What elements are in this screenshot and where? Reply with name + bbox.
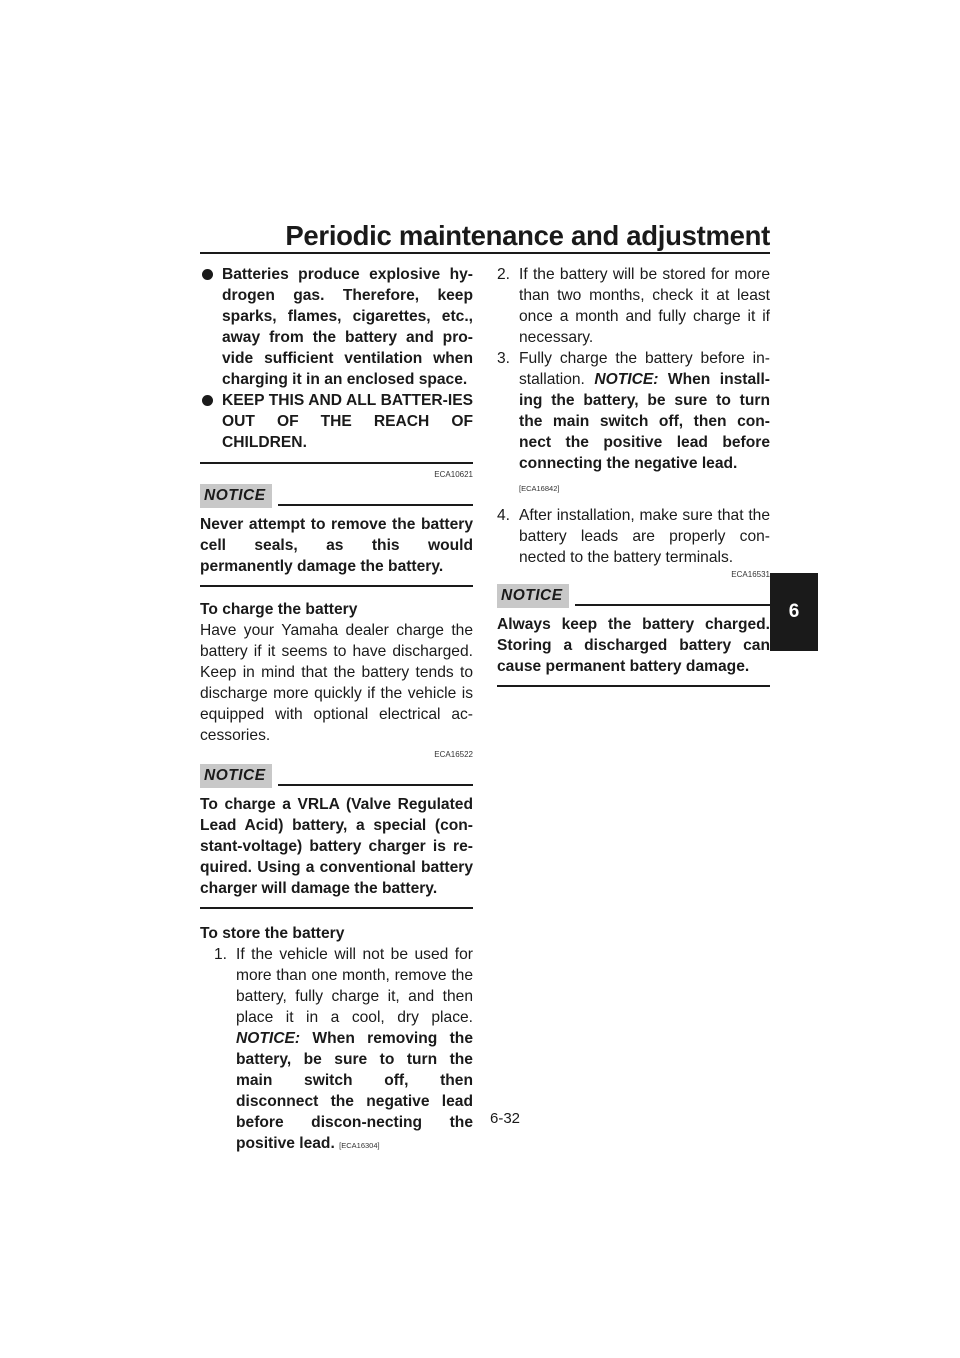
chapter-tab: 6 (770, 573, 818, 651)
step-text: If the battery will be stored for more t… (519, 266, 770, 346)
warning-text: Batteries produce explosive hy-drogen ga… (222, 266, 473, 388)
warning-list: Batteries produce explosive hy-drogen ga… (200, 264, 473, 453)
bullet-icon (202, 395, 213, 406)
charge-text: Have your Yamaha dealer charge the batte… (200, 622, 473, 744)
warning-end-rule (200, 462, 473, 464)
store-heading: To store the battery (200, 925, 345, 942)
step-text: If the vehicle will not be used for more… (236, 946, 473, 1026)
notice-header: NOTICE (200, 760, 473, 788)
bullet-icon (202, 269, 213, 280)
step-notice-text: When install-ing the battery, be sure to… (519, 371, 770, 472)
step-code: [ECA16842] (519, 484, 560, 493)
notice-rule (574, 604, 770, 606)
page-title: Periodic maintenance and adjustment (285, 220, 770, 251)
step-number: 3. (497, 350, 511, 367)
step-text: Fully charge the battery before in-stall… (519, 350, 770, 388)
notice-code: ECA10621 (434, 470, 473, 479)
notice-text: Always keep the battery charged. Storing… (497, 616, 770, 675)
step-item: 3. Fully charge the battery before in-st… (497, 348, 770, 499)
step-number: 2. (497, 266, 511, 283)
notice-code: ECA16531 (731, 570, 770, 579)
notice-header: NOTICE (497, 580, 770, 608)
step-number: 4. (497, 507, 511, 524)
notice-text: To charge a VRLA (Valve Regulated Lead A… (200, 796, 473, 897)
step-notice-text: When removing the battery, be sure to tu… (236, 1030, 473, 1152)
notice-code: ECA16522 (434, 750, 473, 759)
header-rule (200, 252, 770, 254)
right-column: 2. If the battery will be stored for mor… (497, 264, 770, 687)
notice-end-rule (200, 585, 473, 587)
notice-label: NOTICE (497, 584, 569, 608)
warning-item: Batteries produce explosive hy-drogen ga… (200, 264, 473, 390)
notice-rule (277, 504, 473, 506)
step-item: 2. If the battery will be stored for mor… (497, 264, 770, 348)
store-steps-continued: 2. If the battery will be stored for mor… (497, 264, 770, 568)
step-item: 1. If the vehicle will not be used for m… (200, 944, 473, 1156)
notice-text: Never attempt to remove the battery cell… (200, 516, 473, 575)
page-number: 6-32 (489, 1110, 521, 1127)
left-column: Batteries produce explosive hy-drogen ga… (200, 264, 473, 1156)
notice-end-rule (200, 907, 473, 909)
step-text: After installation, make sure that the b… (519, 507, 770, 566)
warning-text: KEEP THIS AND ALL BATTER-IES OUT OF THE … (222, 392, 473, 451)
charge-heading: To charge the battery (200, 601, 358, 618)
warning-item: KEEP THIS AND ALL BATTER-IES OUT OF THE … (200, 390, 473, 453)
step-notice-label: NOTICE: (236, 1030, 301, 1047)
step-notice-label: NOTICE: (594, 371, 659, 388)
step-item: 4. After installation, make sure that th… (497, 505, 770, 568)
store-steps: 1. If the vehicle will not be used for m… (200, 944, 473, 1156)
notice-header: NOTICE (200, 480, 473, 508)
notice-label: NOTICE (200, 484, 272, 508)
notice-rule (277, 784, 473, 786)
notice-label: NOTICE (200, 764, 272, 788)
step-number: 1. (214, 946, 228, 963)
notice-end-rule (497, 685, 770, 687)
step-code: [ECA16304] (339, 1141, 380, 1150)
